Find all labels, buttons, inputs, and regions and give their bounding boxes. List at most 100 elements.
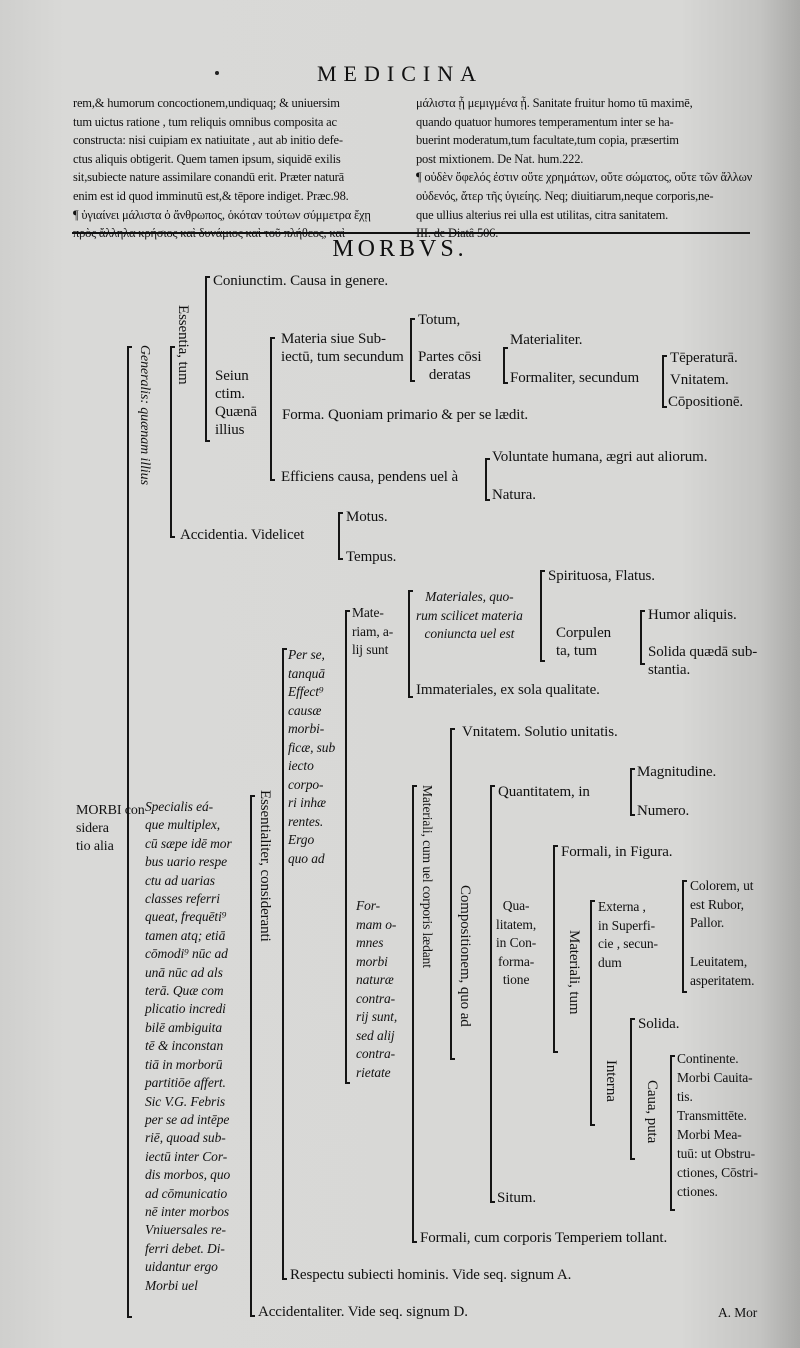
text-line: Materiales, quo- xyxy=(425,589,514,604)
compositionem: Cōpositionē. xyxy=(668,394,744,410)
table-title: MORBVS. xyxy=(332,236,468,262)
totum: Totum, xyxy=(418,312,461,328)
text-line: corpo- xyxy=(288,776,324,792)
situm: Situm. xyxy=(497,1190,536,1206)
text-line: riam, a- xyxy=(352,623,394,639)
text-line: Transmittēte. xyxy=(677,1108,747,1123)
brace xyxy=(485,458,490,501)
text-line: ¶ οὐδὲν ὄφελός ἐστιν οὔτε χρημάτων, οὔτε… xyxy=(416,170,753,185)
unitatem: Vnitatem. xyxy=(670,372,729,388)
brace xyxy=(503,347,508,384)
text-line: ferri debet. Di- xyxy=(145,1240,225,1256)
efficiens: Efficiens causa, pendens uel à xyxy=(281,469,459,485)
text-line: tione xyxy=(502,972,530,987)
text-line: ri inhæ xyxy=(288,795,326,810)
text-line: ctus aliquis obtigerit. Quem tamen ipsum… xyxy=(73,151,341,166)
text-line: rum scilicet materia xyxy=(416,607,523,623)
text-line: contra- xyxy=(356,990,396,1006)
text-line: plicatio incredi xyxy=(145,1001,226,1017)
text-line: ¶ ὑγιαίνει μάλιστα ὁ ἄνθρωπος, ὁκόταν το… xyxy=(73,207,371,222)
text-line: riē, quoad sub- xyxy=(145,1130,226,1146)
text-line: tio alia xyxy=(76,839,114,854)
text-line: est Rubor, xyxy=(690,896,744,912)
text-line: que multiplex, xyxy=(145,817,221,833)
text-line: in Superfi- xyxy=(598,917,656,933)
solida-substantia: Solida quædā sub-stantia. xyxy=(648,643,757,679)
running-title: MEDICINA xyxy=(317,61,483,86)
text-line: bus uario respe xyxy=(145,854,227,870)
text-line: Morbi uel xyxy=(145,1277,198,1293)
right-column-text: μάλιστα ᾖ μεμιγμένα ᾖ. Sanitate fruitur … xyxy=(416,94,753,243)
materiali-cum: Materiali, cum uel corporis lædant xyxy=(420,785,435,968)
continente: Continente.Morbi Cauita-tis.Transmittēte… xyxy=(677,1049,758,1201)
brace xyxy=(338,512,343,560)
text-line: queat, frequēti⁹ xyxy=(145,909,227,925)
text-line: Ergo xyxy=(288,832,315,847)
brace xyxy=(540,570,545,662)
brace xyxy=(662,355,667,408)
text-line: Qua- xyxy=(502,898,530,913)
magnitudine: Magnitudine. xyxy=(637,764,717,780)
brace xyxy=(282,648,287,1280)
text-line: dum xyxy=(598,954,622,970)
materia: Materia siue Sub-iectū, tum secundum xyxy=(281,330,404,366)
catchword: A. Mor xyxy=(718,1305,758,1320)
text-line: Vniuersales re- xyxy=(145,1222,226,1238)
text-line: For- xyxy=(356,898,381,913)
text-line: in Con- xyxy=(496,935,537,950)
brace xyxy=(630,1018,635,1160)
text-line: tiā in morborū xyxy=(145,1056,223,1072)
text-line: nē inter morbos xyxy=(145,1203,229,1219)
text-line: partitiōe affert. xyxy=(145,1075,226,1091)
text-line: Morbi Cauita- xyxy=(677,1070,753,1085)
formali-figura: Formali, in Figura. xyxy=(561,844,673,860)
compositionem-quo: Compositionem, quo ad xyxy=(457,885,473,1027)
text-line: Sic V.G. Febris xyxy=(145,1093,225,1109)
text-line: ctiones, Cōstri- xyxy=(677,1165,758,1180)
numero: Numero. xyxy=(637,803,690,819)
materiam: Mate-riam, a-lij sunt xyxy=(352,604,393,660)
solida: Solida. xyxy=(638,1016,680,1032)
qualitatem: Qua-litatem,in Con-forma-tione xyxy=(496,897,536,990)
text-line: Specialis eá- xyxy=(145,799,214,814)
text-line: buerint moderatum,tum facultate,tum copi… xyxy=(416,133,679,148)
text-line: Corpulen xyxy=(556,625,612,641)
voluntate: Voluntate humana, ægri aut aliorum. xyxy=(492,449,708,465)
text-line: asperitatem. xyxy=(690,972,755,988)
brace xyxy=(127,346,132,1318)
formali-temperiem: Formali, cum corporis Temperiem tollant. xyxy=(420,1230,668,1246)
text-line: cōmodi⁹ nūc ad xyxy=(145,946,228,962)
text-line: contra- xyxy=(356,1046,396,1061)
immateriales: Immateriales, ex sola qualitate. xyxy=(416,682,600,698)
text-line: bilē ambiguita xyxy=(145,1019,222,1035)
temperaturam: Tēperaturā. xyxy=(670,350,738,366)
text-line: quo ad xyxy=(288,850,325,866)
text-line: Leuitatem, xyxy=(690,954,748,969)
leuitatem: Leuitatem, asperitatem. xyxy=(690,953,755,990)
text-line: Colorem, ut xyxy=(690,878,754,893)
text-line: Solida quædā sub- xyxy=(648,644,758,660)
caua: Caua, puta xyxy=(644,1080,660,1144)
text-line: que ullius alterius rei ulla est utilita… xyxy=(416,207,669,222)
text-line: forma- xyxy=(498,953,535,969)
motus: Motus. xyxy=(346,509,388,525)
text-line: Quænā xyxy=(215,404,257,420)
text-line: MORBI con xyxy=(76,803,145,818)
interna: Interna xyxy=(603,1060,619,1102)
text-line: rentes. xyxy=(288,813,324,829)
text-line: ficæ, sub xyxy=(288,739,336,755)
coniunctim: Coniunctim. Causa in genere. xyxy=(213,273,389,289)
brace xyxy=(412,785,417,1243)
brace xyxy=(640,610,645,665)
brace xyxy=(345,610,350,1084)
natura: Natura. xyxy=(492,487,536,503)
text-line: sidera xyxy=(76,821,109,836)
text-line: ctim. xyxy=(215,386,245,402)
text-line: classes referri xyxy=(145,891,220,907)
